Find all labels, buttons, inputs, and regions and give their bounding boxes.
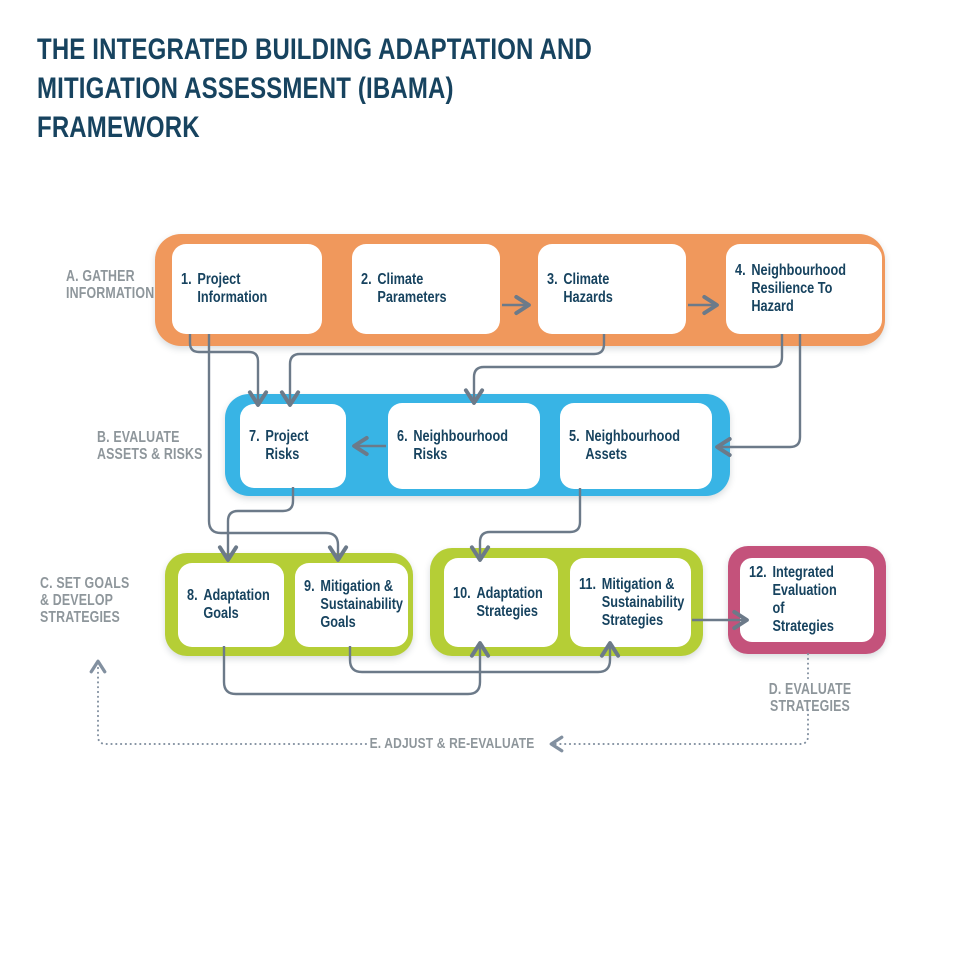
box-7-number: 7. [249, 428, 260, 445]
box-8-label: Adaptation Goals [203, 587, 270, 622]
box-6-label: Neighbourhood Risks [413, 428, 508, 463]
dotted-d-to-e-label [549, 709, 809, 753]
box-10-number: 10. [453, 584, 471, 602]
section-label-d: D. EVALUATE STRATEGIES [768, 681, 852, 715]
box-2-climate-parameters: 2. Climate Parameters [352, 244, 500, 334]
box-1-number: 1. [181, 271, 192, 288]
box-5-number: 5. [569, 428, 580, 445]
box-4-neighbourhood-resilience: 4. Neighbourhood Resilience To Hazard [726, 244, 882, 334]
box-7-label: Project Risks [265, 428, 309, 463]
box-12-label: Integrated Evaluation of Strategies [772, 564, 837, 635]
box-4-number: 4. [735, 262, 746, 279]
box-1-project-information: 1. Project Information [172, 244, 322, 334]
box-11-number: 11. [579, 575, 596, 593]
box-5-neighbourhood-assets: 5. Neighbourhood Assets [560, 403, 712, 489]
dotted-e-to-c-label [89, 659, 367, 745]
diagram-title: THE INTEGRATED BUILDING ADAPTATION AND M… [37, 33, 592, 144]
box-1-label: Project Information [197, 271, 268, 306]
box-12-integrated-evaluation: 12. Integrated Evaluation of Strategies [740, 558, 874, 642]
box-9-label: Mitigation & Sustainability Goals [320, 578, 404, 631]
box-7-project-risks: 7. Project Risks [240, 404, 346, 488]
section-label-c: C. SET GOALS & DEVELOP STRATEGIES [40, 575, 130, 626]
box-8-number: 8. [187, 587, 198, 604]
section-label-e: E. ADJUST & RE-EVALUATE [369, 735, 535, 752]
box-10-adaptation-strategies: 10. Adaptation Strategies [444, 558, 558, 647]
section-label-a: A. GATHER INFORMATION [66, 268, 155, 302]
box-11-mitigation-sustainability-strategies: 11. Mitigation & Sustainability Strategie… [570, 558, 691, 647]
section-label-b: B. EVALUATE ASSETS & RISKS [97, 429, 203, 463]
box-5-label: Neighbourhood Assets [585, 428, 680, 463]
box-9-number: 9. [304, 578, 315, 595]
box-6-number: 6. [397, 428, 408, 445]
box-6-neighbourhood-risks: 6. Neighbourhood Risks [388, 403, 540, 489]
box-3-number: 3. [547, 271, 558, 288]
box-8-adaptation-goals: 8. Adaptation Goals [178, 563, 284, 647]
arrow-7-to-8 [217, 487, 295, 562]
box-4-label: Neighbourhood Resilience To Hazard [751, 262, 846, 315]
box-10-label: Adaptation Strategies [476, 584, 543, 620]
box-12-number: 12. [749, 564, 767, 581]
box-9-mitigation-sustainability-goals: 9. Mitigation & Sustainability Goals [295, 563, 408, 647]
box-11-label: Mitigation & Sustainability Strategies [601, 575, 685, 629]
box-3-climate-hazards: 3. Climate Hazards [538, 244, 686, 334]
box-2-number: 2. [361, 271, 372, 288]
box-3-label: Climate Hazards [563, 271, 613, 306]
box-2-label: Climate Parameters [377, 271, 447, 306]
arrow-4-to-5 [715, 334, 802, 458]
